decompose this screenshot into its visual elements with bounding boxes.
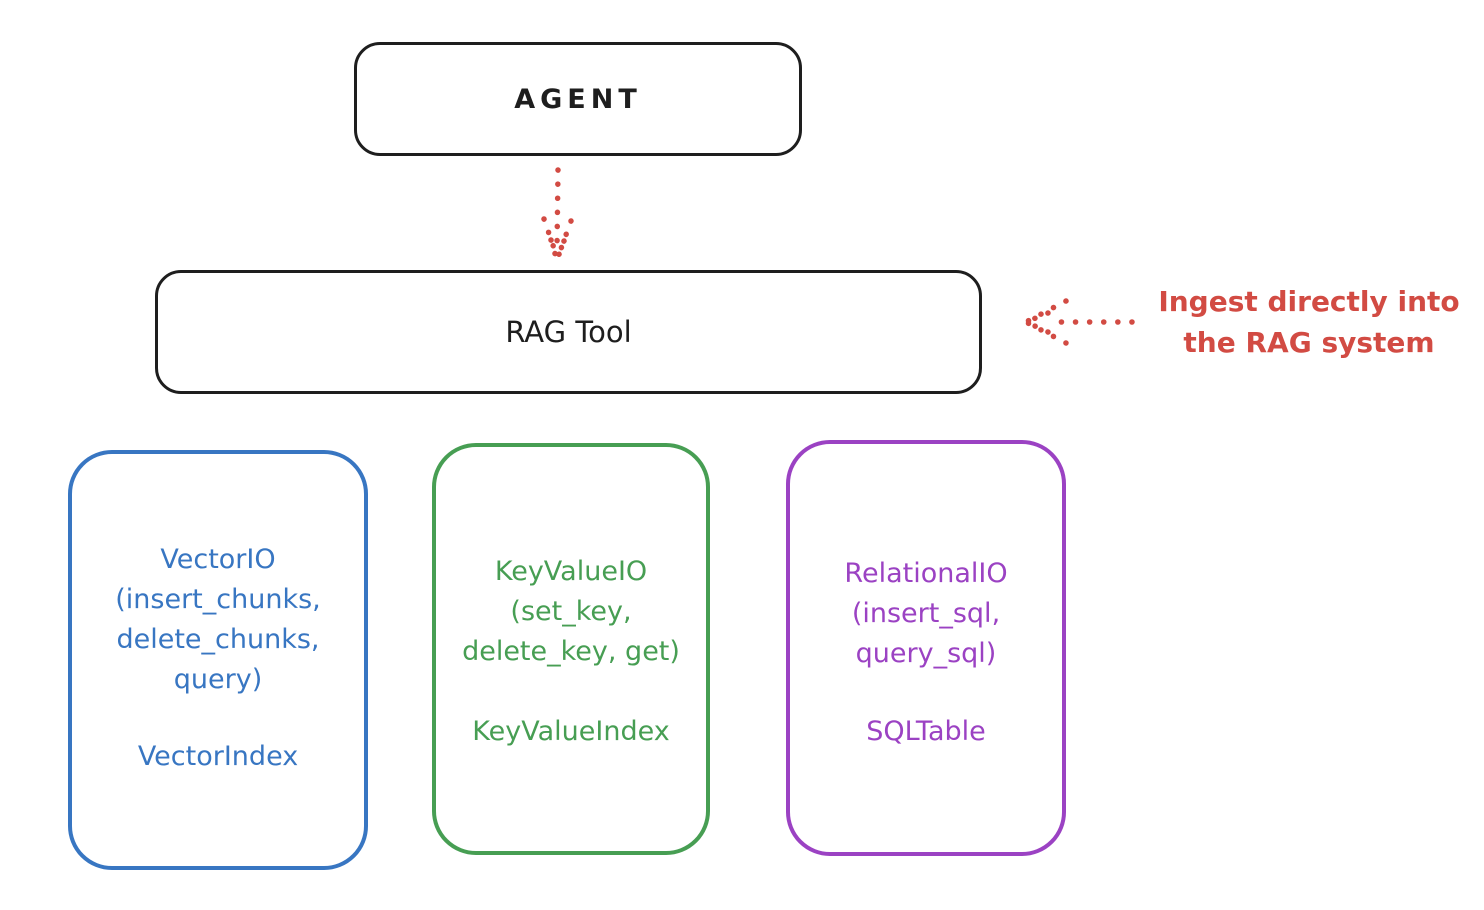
dotted-arrow-agent-to-rag-tool-icon: [541, 167, 574, 260]
backend-title-line: KeyValueIO: [494, 556, 648, 587]
rag-tool-label: RAG Tool: [505, 315, 632, 349]
backend-index-label: VectorIndex: [137, 741, 299, 772]
backend-method-line: query): [173, 664, 263, 695]
ingest-annotation-line-1: Ingest directly into: [1158, 285, 1460, 318]
ingest-annotation: Ingest directly into the RAG system: [1136, 281, 1482, 363]
backend-title-line: VectorIO: [160, 544, 276, 575]
backend-method-line: (insert_sql,: [851, 598, 1001, 629]
backend-method-line: query_sql): [855, 638, 997, 669]
ingest-annotation-line-2: the RAG system: [1183, 326, 1435, 359]
dotted-arrow-ingest-into-rag-tool-icon: [1023, 298, 1135, 346]
backend-method-line: delete_chunks,: [116, 624, 320, 655]
backend-method-line: delete_key, get): [462, 636, 680, 667]
agent-box: AGENT: [354, 42, 802, 156]
backend-index-label: SQLTable: [866, 716, 986, 747]
backend-method-line: (insert_chunks,: [115, 584, 321, 615]
backend-index-label: KeyValueIndex: [472, 716, 670, 747]
agent-label: AGENT: [514, 83, 642, 115]
backend-box-relational-io: RelationalIO (insert_sql, query_sql) SQL…: [786, 440, 1066, 856]
backend-box-key-value-io: KeyValueIO (set_key, delete_key, get) Ke…: [432, 443, 710, 855]
backend-box-vector-io: VectorIO (insert_chunks, delete_chunks, …: [68, 450, 368, 870]
backend-method-line: (set_key,: [510, 596, 632, 627]
rag-tool-box: RAG Tool: [155, 270, 982, 394]
backend-title-line: RelationalIO: [844, 558, 1008, 589]
